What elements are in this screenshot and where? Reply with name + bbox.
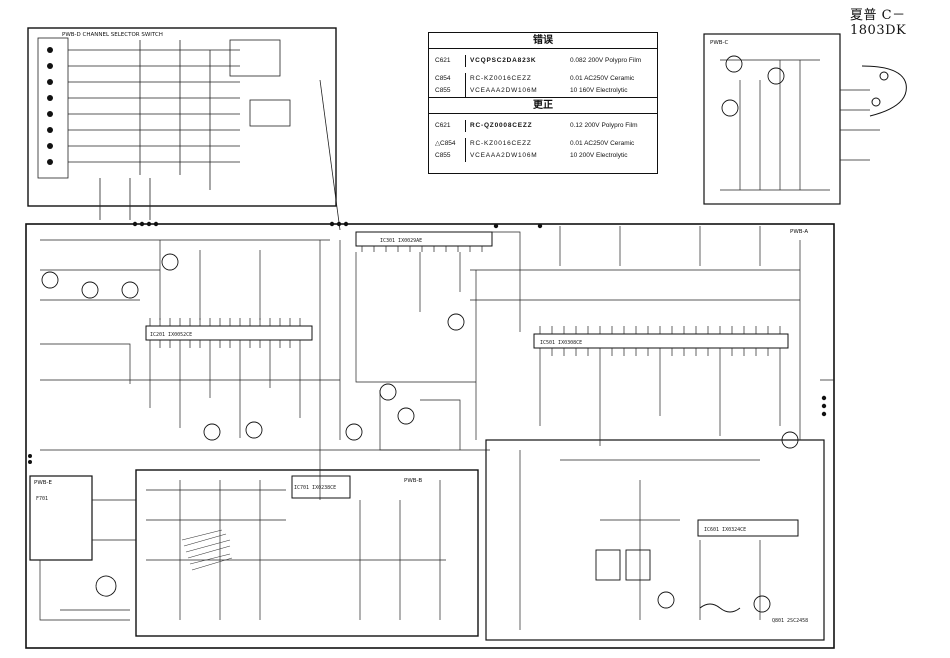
error-row: C621 VCQPSC2DA823K 0.082 200V Polypro Fi…	[429, 55, 657, 67]
pwb-b-board	[135, 469, 479, 637]
error-section: C621 VCQPSC2DA823K 0.082 200V Polypro Fi…	[429, 49, 657, 98]
correct-row: △C854 RC-KZ0016CEZZ 0.01 AC250V Ceramic	[429, 138, 657, 150]
correct-row: C621 RC-QZ0008CEZZ 0.12 200V Polypro Fil…	[429, 120, 657, 132]
ic601-label: IC601 IX0324CE	[704, 527, 746, 533]
error-heading: 错误	[429, 33, 657, 49]
pwb-a-label: PWB-A	[790, 229, 808, 235]
transformer-symbols	[95, 549, 741, 613]
pwb-c-label: PWB-C	[710, 40, 729, 46]
fuse-label: F701	[36, 496, 48, 502]
error-row: C854 RC-KZ0016CEZZ 0.01 AC250V Ceramic	[429, 73, 657, 85]
crt-socket	[861, 65, 907, 117]
ic501-label: IC501 IX0308CE	[540, 340, 582, 346]
pwb-c-board	[703, 33, 841, 205]
error-row: C855 VCEAAA2DW106M 10 160V Electrolytic	[429, 85, 657, 97]
ic-pins	[149, 246, 781, 356]
tuner-switch-array	[37, 37, 341, 231]
ic201-label: IC201 IX0052CE	[150, 332, 192, 338]
correct-section: C621 RC-QZ0008CEZZ 0.12 200V Polypro Fil…	[429, 114, 657, 162]
pwb-a-board	[25, 223, 835, 649]
channel-selector-board	[27, 27, 337, 207]
connector-pins	[28, 221, 827, 464]
channel-selector-label: PWB-D CHANNEL SELECTOR SWITCH	[62, 32, 163, 38]
ic701-label: IC701 IX0238CE	[294, 485, 336, 491]
pwb-e-label: PWB-E	[34, 480, 53, 486]
deflection-block	[485, 439, 825, 641]
transistors	[41, 55, 799, 613]
error-correction-table: 错误 C621 VCQPSC2DA823K 0.082 200V Polypro…	[428, 32, 658, 174]
ic-packages	[145, 231, 799, 537]
page-title: 夏普 C－1803DK	[850, 8, 907, 38]
correct-heading: 更正	[429, 98, 657, 114]
pwb-b-label: PWB-B	[404, 478, 422, 484]
tuner-switch-dots	[47, 47, 53, 165]
hatched-area	[181, 529, 233, 571]
q801-label: Q801 2SC2458	[772, 618, 808, 624]
pwb-e-board	[29, 475, 93, 561]
ic301-label: IC301 IX0029AE	[380, 238, 422, 244]
correct-row: C855 VCEAAA2DW106M 10 200V Electrolytic	[429, 150, 657, 162]
